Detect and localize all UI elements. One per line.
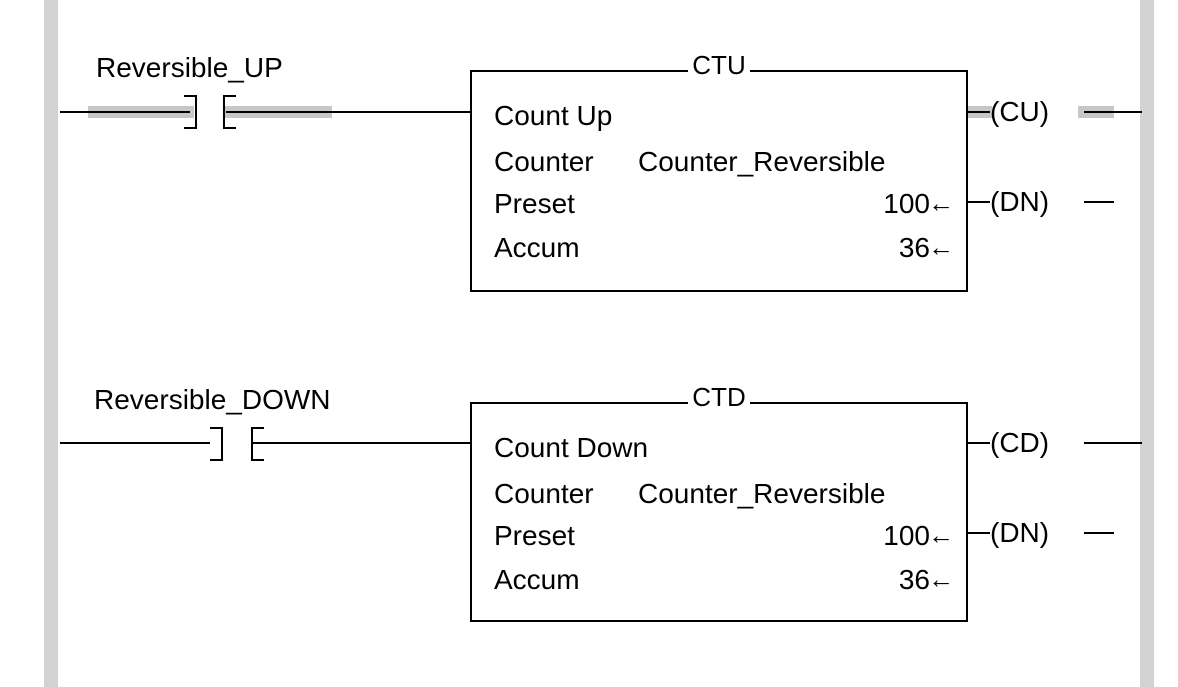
arrow-left-icon: ← bbox=[928, 564, 954, 594]
instruction-description: Count Up bbox=[494, 100, 613, 131]
counter-tag[interactable]: Counter_Reversible bbox=[638, 478, 886, 509]
rung-wire bbox=[1084, 201, 1114, 203]
rung-wire bbox=[252, 442, 470, 444]
contact-tag[interactable]: Reversible_DOWN bbox=[94, 384, 331, 415]
rung-wire bbox=[968, 111, 990, 113]
preset-label: Preset bbox=[494, 188, 575, 219]
rung-wire bbox=[60, 442, 210, 444]
rung-wire bbox=[968, 442, 990, 444]
ctd-instruction-block[interactable]: CTD Count Down Counter Counter_Reversibl… bbox=[470, 382, 968, 622]
arrow-left-icon: ← bbox=[928, 232, 954, 262]
instruction-description: Count Down bbox=[494, 432, 649, 463]
right-power-rail bbox=[1140, 0, 1154, 687]
rung-wire bbox=[1084, 532, 1114, 534]
counter-tag[interactable]: Counter_Reversible bbox=[638, 146, 886, 177]
rung-wire bbox=[968, 201, 990, 203]
arrow-left-icon: ← bbox=[928, 520, 954, 550]
dn-output-bit[interactable]: (DN) bbox=[990, 186, 1050, 217]
rung-wire bbox=[60, 111, 190, 113]
accum-value[interactable]: 36 bbox=[898, 564, 930, 595]
left-power-rail bbox=[44, 0, 58, 687]
instruction-name: CTD bbox=[688, 382, 750, 412]
accum-label: Accum bbox=[494, 232, 580, 263]
counter-label: Counter bbox=[494, 478, 594, 509]
rung-wire bbox=[1084, 442, 1142, 444]
counter-label: Counter bbox=[494, 146, 594, 177]
accum-label: Accum bbox=[494, 564, 580, 595]
preset-label: Preset bbox=[494, 520, 575, 551]
rung-wire bbox=[226, 111, 470, 113]
rung-wire bbox=[1084, 111, 1142, 113]
ctu-instruction-block[interactable]: CTU Count Up Counter Counter_Reversible … bbox=[470, 50, 968, 292]
instruction-name: CTU bbox=[688, 50, 750, 80]
preset-value[interactable]: 100 bbox=[883, 520, 930, 551]
dn-output-bit[interactable]: (DN) bbox=[990, 517, 1050, 548]
rung-wire bbox=[968, 532, 990, 534]
arrow-left-icon: ← bbox=[928, 188, 954, 218]
cu-output-bit[interactable]: (CU) bbox=[990, 96, 1050, 127]
accum-value[interactable]: 36 bbox=[898, 232, 930, 263]
cd-output-bit[interactable]: (CD) bbox=[990, 427, 1050, 458]
preset-value[interactable]: 100 bbox=[883, 188, 930, 219]
contact-tag[interactable]: Reversible_UP bbox=[96, 52, 283, 83]
